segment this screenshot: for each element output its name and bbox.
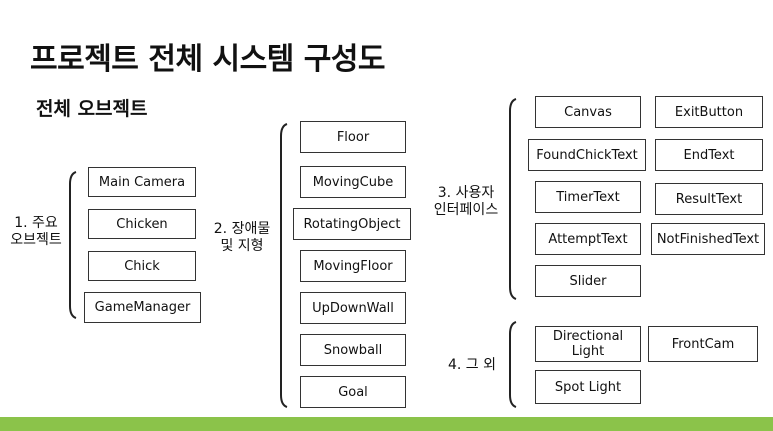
page-title: 프로젝트 전체 시스템 구성도 bbox=[30, 42, 386, 77]
node-snowball: Snowball bbox=[300, 334, 406, 366]
node-canvas: Canvas bbox=[535, 96, 641, 128]
node-timertext: TimerText bbox=[535, 181, 641, 213]
node-endtext: EndText bbox=[655, 139, 763, 171]
node-movingcube: MovingCube bbox=[300, 166, 406, 198]
node-main-camera: Main Camera bbox=[88, 167, 196, 197]
node-directional-light: Directional Light bbox=[535, 326, 641, 362]
node-slider: Slider bbox=[535, 265, 641, 297]
node-chicken: Chicken bbox=[88, 209, 196, 239]
footer-bar bbox=[0, 417, 773, 431]
bracket-group-2 bbox=[280, 123, 288, 408]
node-chick: Chick bbox=[88, 251, 196, 281]
node-exitbutton: ExitButton bbox=[655, 96, 763, 128]
node-movingfloor: MovingFloor bbox=[300, 250, 406, 282]
node-gamemanager: GameManager bbox=[84, 292, 201, 323]
node-rotatingobject: RotatingObject bbox=[293, 208, 411, 240]
group-label-user-interface: 3. 사용자 인터페이스 bbox=[433, 185, 499, 218]
group-label-main-objects: 1. 주요 오브젝트 bbox=[10, 215, 62, 248]
section-subtitle: 전체 오브젝트 bbox=[36, 98, 148, 120]
node-floor: Floor bbox=[300, 121, 406, 153]
group-label-others: 4. 그 외 bbox=[447, 357, 497, 373]
node-spot-light: Spot Light bbox=[535, 370, 641, 404]
group-label-obstacles-terrain: 2. 장애물 및 지형 bbox=[213, 221, 271, 254]
node-attempttext: AttemptText bbox=[535, 223, 641, 255]
node-foundchicktext: FoundChickText bbox=[528, 139, 646, 171]
node-frontcam: FrontCam bbox=[648, 326, 758, 362]
node-goal: Goal bbox=[300, 376, 406, 408]
bracket-group-1 bbox=[69, 171, 77, 319]
bracket-group-3 bbox=[509, 98, 517, 300]
node-updownwall: UpDownWall bbox=[300, 292, 406, 324]
node-notfinishedtext: NotFinishedText bbox=[651, 223, 765, 255]
node-resulttext: ResultText bbox=[655, 183, 763, 215]
bracket-group-4 bbox=[509, 321, 517, 408]
